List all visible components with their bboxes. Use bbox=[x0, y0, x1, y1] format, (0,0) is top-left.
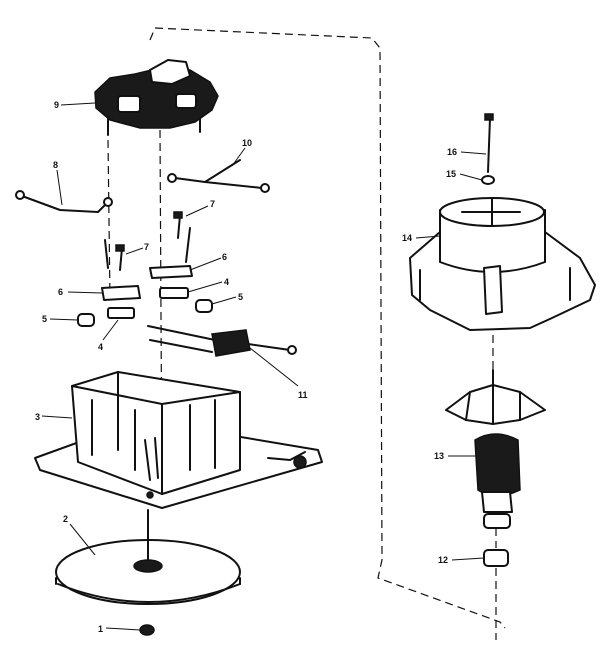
part-3-motor-housing bbox=[34, 371, 323, 509]
part-8-wire-lead bbox=[15, 190, 113, 213]
callout-10: 10 bbox=[242, 138, 252, 148]
part-12-bearing bbox=[483, 528, 509, 640]
callout-8: 8 bbox=[53, 160, 58, 170]
part-1-nut bbox=[139, 624, 155, 636]
callout-1: 1 bbox=[98, 624, 103, 634]
part-11-switch-assembly bbox=[147, 325, 297, 357]
part-6-clip-right bbox=[149, 265, 193, 279]
callout-2: 2 bbox=[63, 514, 68, 524]
part-7-screw-lower bbox=[115, 244, 125, 271]
part-16-screw bbox=[484, 113, 494, 173]
callout-4b: 4 bbox=[98, 342, 103, 352]
callout-7a: 7 bbox=[210, 199, 215, 209]
part-4-brush-left bbox=[107, 307, 135, 319]
callout-6b: 6 bbox=[58, 287, 63, 297]
callout-12: 12 bbox=[438, 555, 448, 565]
callout-9: 9 bbox=[54, 100, 59, 110]
part-2-fan-disc bbox=[55, 509, 241, 605]
part-11-lead-wire bbox=[267, 451, 307, 469]
callout-5a: 5 bbox=[238, 292, 243, 302]
assembly-boundary-dashed-line bbox=[149, 27, 506, 629]
callout-13: 13 bbox=[434, 451, 444, 461]
callout-7b: 7 bbox=[144, 242, 149, 252]
callout-11: 11 bbox=[298, 390, 308, 400]
callout-15: 15 bbox=[446, 169, 456, 179]
part-4-brush-right bbox=[159, 287, 189, 299]
part-5-cap-right bbox=[195, 299, 213, 313]
part-13-armature bbox=[445, 335, 546, 529]
part-15-washer bbox=[481, 175, 495, 185]
callout-leaders bbox=[41, 102, 487, 631]
callout-16: 16 bbox=[447, 147, 457, 157]
callout-5b: 5 bbox=[42, 314, 47, 324]
part-6-clip-left bbox=[101, 285, 141, 301]
part-14-fan-housing bbox=[409, 197, 596, 331]
center-axis-line bbox=[159, 129, 163, 501]
part-9-top-bracket bbox=[94, 59, 219, 136]
callout-4a: 4 bbox=[224, 277, 229, 287]
callout-6a: 6 bbox=[222, 252, 227, 262]
part-5-cap-left bbox=[77, 313, 95, 327]
callout-14: 14 bbox=[402, 233, 412, 243]
part-7-screw-upper bbox=[173, 211, 183, 239]
part-10-wire-lead bbox=[167, 159, 270, 193]
callout-3: 3 bbox=[35, 412, 40, 422]
